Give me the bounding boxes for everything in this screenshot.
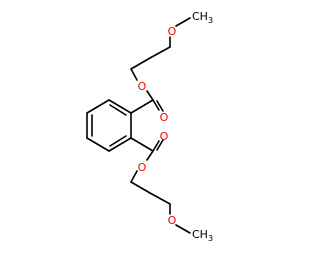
bond (146, 90, 154, 101)
methyl-top-subscript: 3 (208, 16, 213, 25)
double-bond (156, 139, 164, 151)
ring-bond (108, 137, 132, 152)
double-bond (156, 100, 164, 112)
bond (130, 137, 154, 152)
bond (149, 46, 171, 59)
bond (149, 192, 171, 205)
bond (152, 99, 160, 111)
ether-oxygen-bottom: O (168, 214, 177, 227)
methyl-top-label: CH (192, 10, 208, 23)
methyl-bottom: CH3 (192, 228, 213, 243)
ether-oxygen-top: O (168, 25, 177, 38)
ring-double-bond (109, 135, 127, 147)
ring-bond (86, 99, 110, 114)
methyl-bottom-label: CH (192, 228, 208, 241)
ester-oxygen-bottom: O (138, 161, 147, 174)
carbonyl-oxygen-bottom: O (160, 130, 169, 143)
bond (130, 181, 151, 194)
bond (175, 224, 191, 234)
molecule-structure: O O O CH3 O O O CH3 (86, 10, 213, 243)
bond (152, 140, 160, 152)
bond (130, 68, 138, 81)
carbonyl-oxygen-top: O (160, 111, 169, 124)
methyl-top: CH3 (192, 10, 213, 25)
ester-oxygen-top: O (138, 80, 147, 93)
ring-bond (108, 99, 132, 114)
bond (175, 17, 191, 27)
bond (146, 150, 154, 161)
ring-bond (86, 137, 110, 152)
bond (130, 170, 138, 183)
bond (130, 99, 154, 114)
bond (130, 57, 151, 70)
methyl-bottom-subscript: 3 (208, 234, 213, 243)
structure-canvas: O O O CH3 O O O CH3 (86, 10, 213, 243)
ring-double-bond (109, 104, 127, 116)
